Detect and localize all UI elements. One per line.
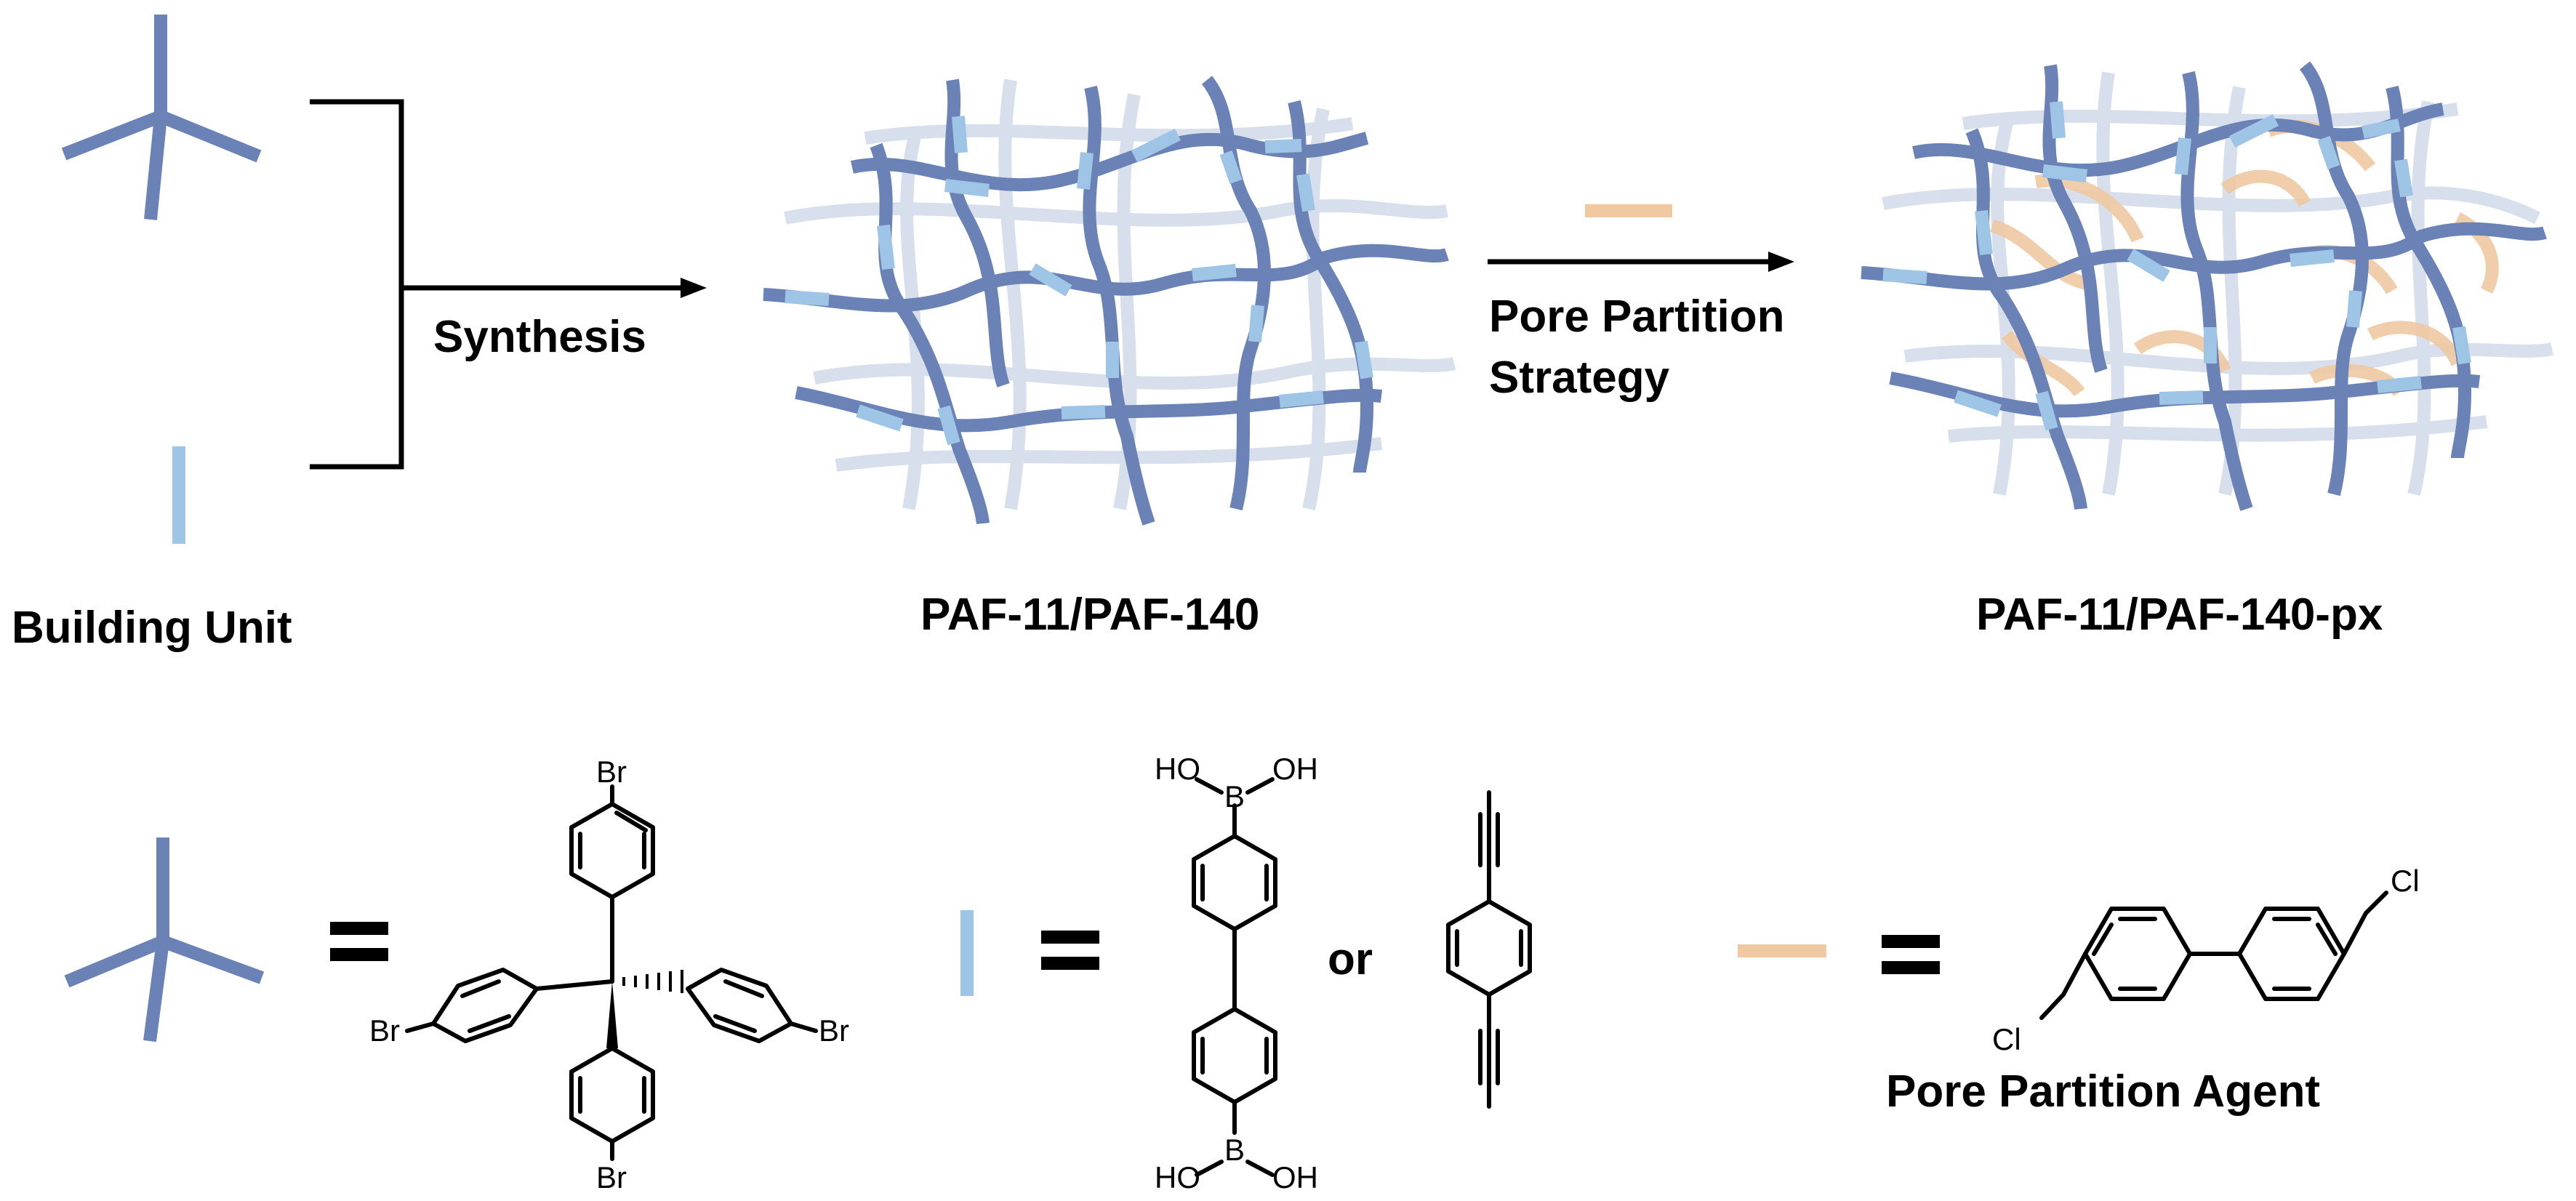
pore-partition-agent-label: Pore Partition Agent — [1886, 1067, 2320, 1117]
building-unit-label: Building Unit — [12, 603, 292, 653]
synthesis-bracket — [310, 99, 683, 470]
tetrahedral-node-icon — [61, 15, 262, 220]
synthesis-label: Synthesis — [433, 312, 646, 362]
b-top: B — [1224, 779, 1245, 814]
or-label: or — [1328, 934, 1373, 984]
oh-bottom: OH — [1272, 1160, 1318, 1194]
oh-top: OH — [1272, 752, 1318, 786]
network-partitioned-label: PAF-11/PAF-140-px — [1976, 590, 2383, 640]
bischloromethylbiphenyl-structure: Cl Cl — [1992, 864, 2420, 1056]
equals-sign-3 — [1882, 935, 1940, 974]
network-plain-label: PAF-11/PAF-140 — [920, 590, 1259, 640]
equals-sign-1 — [330, 922, 388, 961]
equals-sign-2 — [1041, 931, 1099, 970]
cl-left: Cl — [1992, 1022, 2021, 1056]
synthesis-arrowhead — [681, 278, 707, 298]
b-bottom: B — [1224, 1133, 1245, 1167]
br-top: Br — [596, 755, 627, 789]
pore-partition-strategy-label: Pore Partition Strategy — [1489, 292, 1797, 403]
network-partitioned — [1861, 61, 2553, 511]
ho-bottom: HO — [1155, 1160, 1200, 1194]
tetrabromophenylmethane-structure: Br Br Br Br — [369, 755, 849, 1194]
biphenyl-diboronic-acid-structure: HO B OH B HO OH — [1155, 752, 1318, 1194]
pore-partition-strategy-line2: Strategy — [1489, 353, 1670, 403]
cl-right: Cl — [2391, 864, 2420, 898]
br-left: Br — [369, 1013, 400, 1048]
ho-top: HO — [1155, 752, 1200, 786]
pore-partition-strategy-line1: Pore Partition — [1489, 292, 1785, 342]
strategy-arrowhead — [1768, 252, 1794, 272]
br-bottom: Br — [596, 1160, 627, 1194]
tetrahedral-node-icon-legend — [64, 838, 265, 1043]
br-right: Br — [819, 1013, 849, 1048]
network-plain — [763, 76, 1456, 526]
diethynylbenzene-structure — [1446, 790, 1532, 1109]
